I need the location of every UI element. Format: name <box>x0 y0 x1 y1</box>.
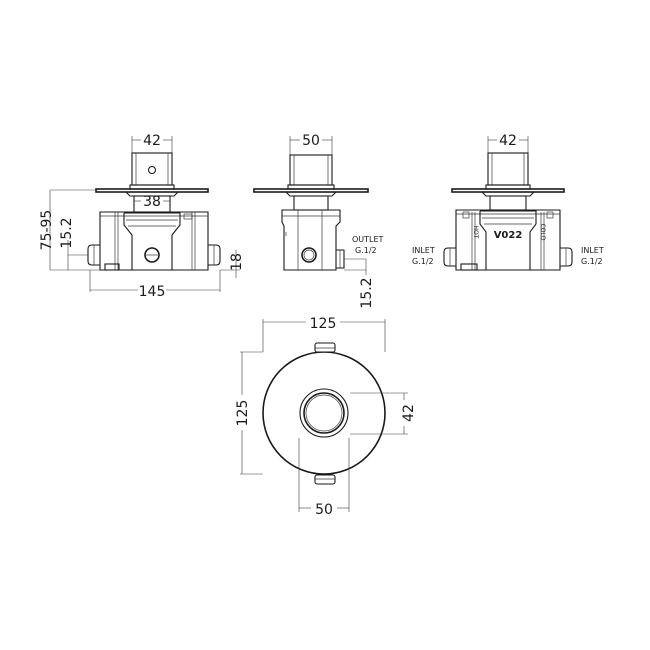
inlet-right-label: INLET <box>581 246 604 255</box>
inlet-left-label: INLET <box>412 246 435 255</box>
side-wall-plate <box>253 188 369 193</box>
cold-label: COLD <box>539 224 546 241</box>
back-view: V022 HOT COLD 42 INLET G.1/2 INLET G.1/2 <box>412 133 604 271</box>
dim-front-offset: 18 <box>229 253 245 271</box>
front-center-port <box>144 247 160 263</box>
back-inlet-left <box>443 247 456 267</box>
dim-plan-handle-diameter: 42 <box>401 404 417 422</box>
dim-plan-trim-width: 50 <box>315 502 333 518</box>
outlet-thread: G.1/2 <box>355 246 377 255</box>
inlet-left-thread: G.1/2 <box>412 257 434 266</box>
dim-front-inlet-height: 15.2 <box>59 217 75 248</box>
front-handle <box>131 152 173 186</box>
dim-front-neck: 38 <box>143 194 161 210</box>
side-port <box>301 247 317 263</box>
back-handle <box>487 152 529 186</box>
dim-plan-height: 125 <box>235 400 251 427</box>
back-inlet-right <box>560 247 573 267</box>
handle-screw-hole <box>147 165 157 175</box>
front-inlet-right <box>208 244 221 266</box>
plan-view: 125 125 42 50 <box>235 316 417 518</box>
dim-plan-width: 125 <box>310 316 337 332</box>
dim-front-depth: 75-95 <box>39 210 55 251</box>
side-view: 50 OUTLET G.1/2 15.2 <box>253 133 384 309</box>
front-wall-plate <box>95 188 209 193</box>
inlet-right-thread: G.1/2 <box>581 257 603 266</box>
outlet-label: OUTLET <box>352 235 384 244</box>
front-valve-body <box>99 211 209 271</box>
dim-front-handle: 42 <box>143 133 161 149</box>
back-valve-body <box>455 209 561 271</box>
side-handle <box>289 154 333 186</box>
dim-side-outlet-height: 15.2 <box>359 277 375 308</box>
model-code: V022 <box>494 230 523 241</box>
front-view: 42 38 75-95 15.2 145 18 <box>39 133 245 300</box>
plan-handle <box>303 392 345 434</box>
plan-tab-top <box>314 342 336 353</box>
hot-label: HOT <box>472 226 479 239</box>
back-wall-plate <box>451 188 565 193</box>
side-valve-body <box>281 209 341 271</box>
plan-wall-plate <box>262 351 386 475</box>
plan-tab-bottom <box>314 474 336 485</box>
dim-front-body-width: 145 <box>139 284 166 300</box>
dim-back-handle: 42 <box>499 133 517 149</box>
dim-side-handle: 50 <box>302 133 320 149</box>
plan-trim-outer <box>299 388 349 438</box>
